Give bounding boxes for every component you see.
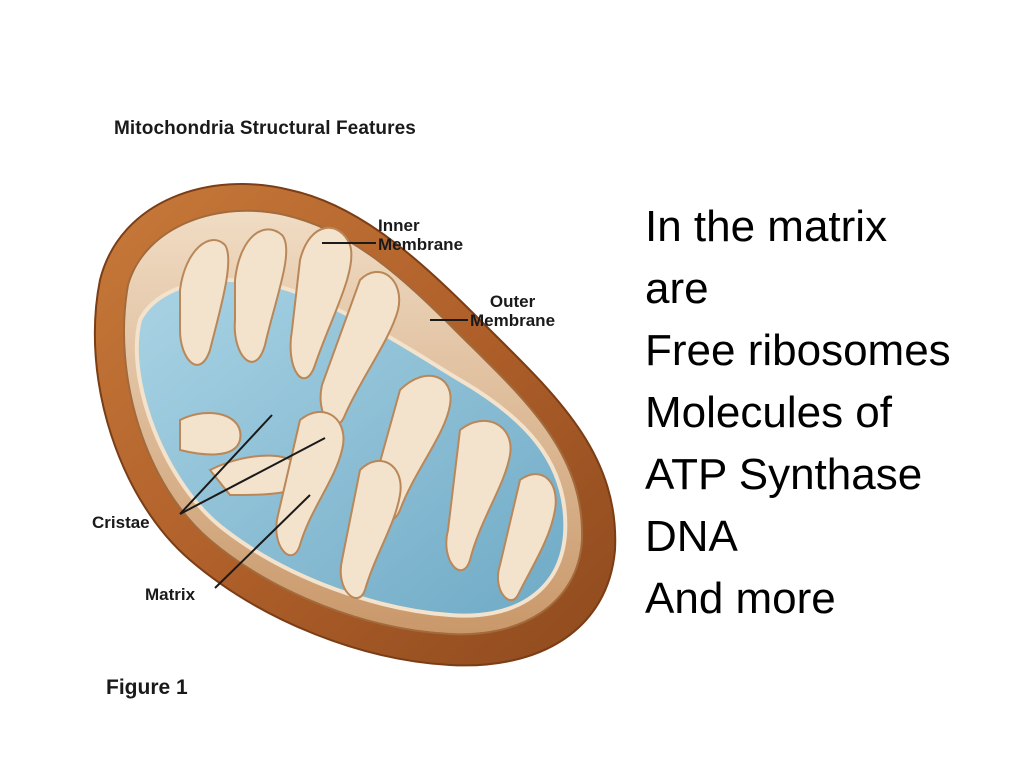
crista-fold bbox=[233, 228, 288, 363]
cristae-leader-1 bbox=[179, 414, 273, 515]
figure-title: Mitochondria Structural Features bbox=[114, 118, 416, 139]
crista-fold bbox=[445, 419, 512, 572]
side-text-line: DNA bbox=[645, 512, 738, 561]
inner-membrane-label: Inner Membrane bbox=[378, 216, 463, 254]
matrix-contents-text: In the matrix are Free ribosomes Molecul… bbox=[645, 196, 951, 630]
inner-membrane-label-line2: Membrane bbox=[378, 235, 464, 254]
cristae-folds bbox=[179, 226, 557, 602]
crista-fold bbox=[179, 411, 242, 456]
crista-fold bbox=[179, 239, 230, 366]
matrix-leader bbox=[214, 494, 311, 589]
side-text-line: And more bbox=[645, 574, 836, 623]
side-text-line: are bbox=[645, 264, 709, 313]
outer-membrane-label: Outer Membrane bbox=[470, 292, 555, 330]
crista-fold bbox=[339, 459, 402, 599]
crista-fold bbox=[289, 226, 353, 380]
matrix-label: Matrix bbox=[145, 585, 196, 604]
side-text-line: ATP Synthase bbox=[645, 450, 923, 499]
outer-membrane-label-line2: Membrane bbox=[470, 311, 556, 330]
side-text-line: Molecules of bbox=[645, 388, 893, 437]
side-text-line: Free ribosomes bbox=[645, 326, 951, 375]
crista-fold bbox=[497, 473, 557, 602]
inner-membrane-label-line1: Inner bbox=[378, 216, 420, 235]
side-text-line: In the matrix bbox=[645, 202, 888, 251]
crista-fold bbox=[275, 410, 345, 557]
outer-membrane-label-line1: Outer bbox=[489, 292, 536, 311]
figure-caption: Figure 1 bbox=[106, 676, 188, 699]
cristae-label: Cristae bbox=[92, 513, 150, 532]
mitochondrion-illustration bbox=[93, 183, 617, 667]
cristae-leader-2 bbox=[179, 437, 326, 515]
